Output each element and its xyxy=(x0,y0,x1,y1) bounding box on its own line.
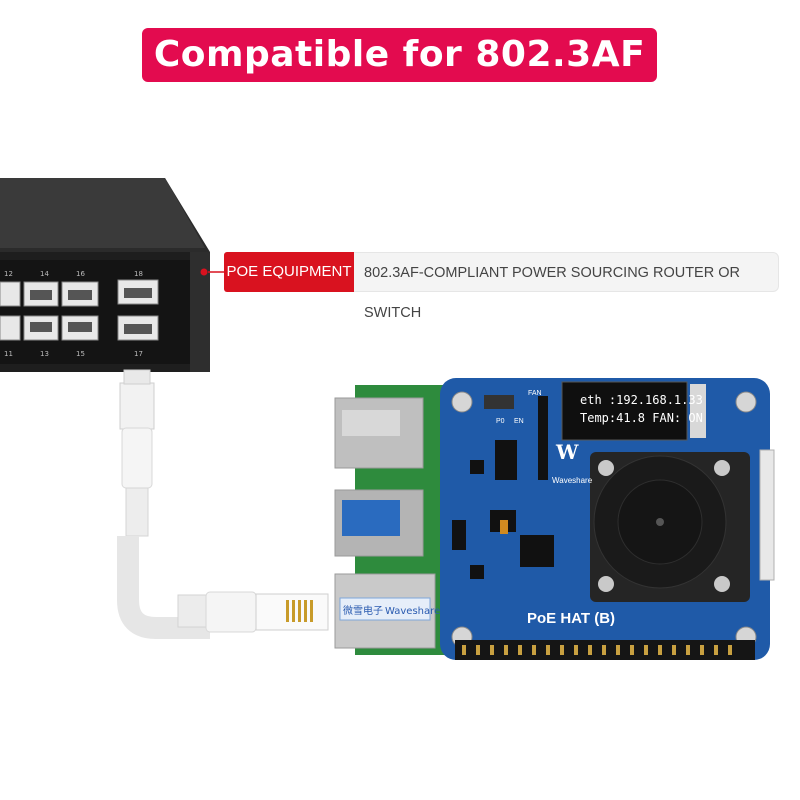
brand-label: Waveshare xyxy=(552,476,593,485)
port-number-16: 16 xyxy=(76,270,85,278)
poe-switch: 12 14 16 18 11 13 15 17 xyxy=(0,178,224,372)
port-number-11: 11 xyxy=(4,350,13,358)
ethernet-cable xyxy=(117,369,329,639)
port-number-14: 14 xyxy=(40,270,49,278)
title-banner: Compatible for 802.3AF xyxy=(142,28,657,82)
poe-equipment-label: POE EQUIPMENT xyxy=(224,252,354,292)
fan-label: FAN xyxy=(528,390,542,397)
board-name: PoE HAT (B) xyxy=(527,610,616,627)
waveshare-logo: W xyxy=(556,440,579,464)
oled-line-1: eth :192.168.1.33 xyxy=(580,393,703,407)
poe-hat-board xyxy=(440,378,775,660)
sticker-label-cn: 微雪电子 xyxy=(343,604,383,617)
oled-line-2: Temp:41.8 FAN: ON xyxy=(580,411,703,425)
gpio-header xyxy=(455,640,755,660)
port-number-13: 13 xyxy=(40,350,49,358)
fan xyxy=(590,452,750,602)
port-number-18: 18 xyxy=(134,270,143,278)
en-label: EN xyxy=(514,418,524,425)
poe-equipment-description: 802.3AF-COMPLIANT POWER SOURCING ROUTER … xyxy=(354,252,779,321)
port-number-15: 15 xyxy=(76,350,85,358)
port-number-12: 12 xyxy=(4,270,13,278)
sticker-label-brand: Waveshare xyxy=(385,606,440,617)
p0-label: P0 xyxy=(496,418,505,425)
port-number-17: 17 xyxy=(134,350,143,358)
